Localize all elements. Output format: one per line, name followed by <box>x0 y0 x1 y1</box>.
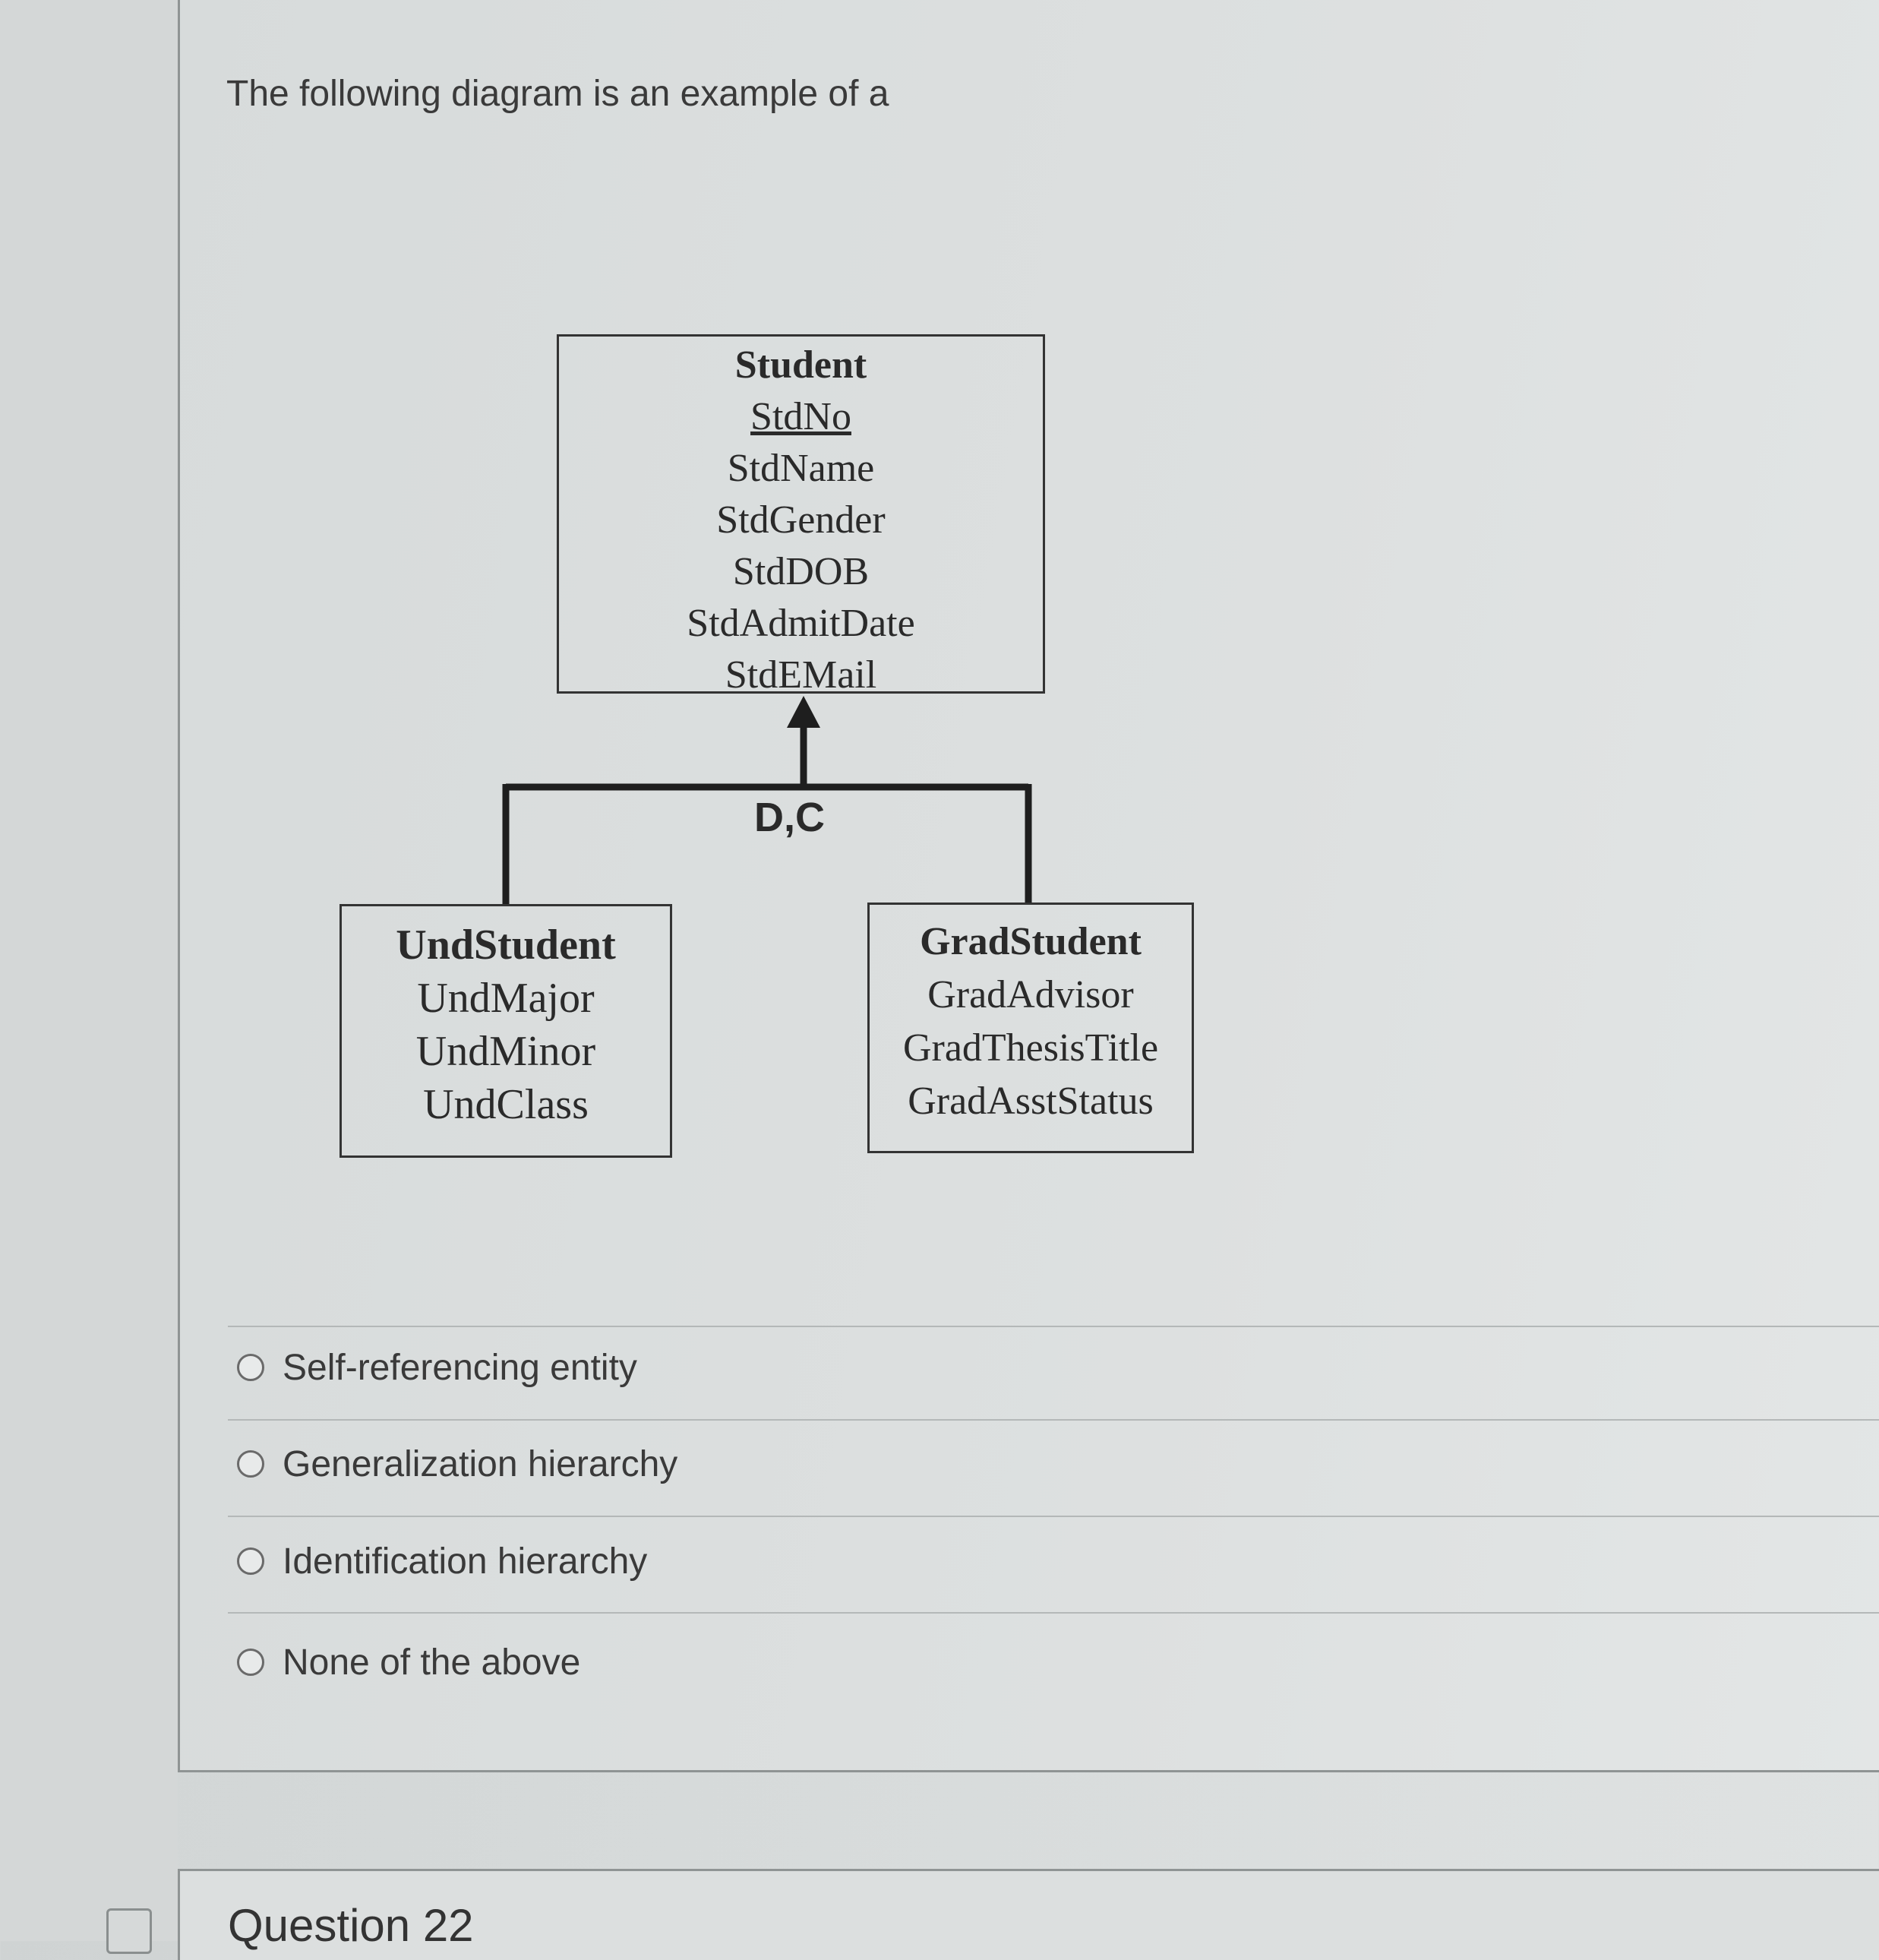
gradstudent-attr: GradAdvisor <box>927 973 1134 1016</box>
undstudent-entity-box: UndStudent UndMajor UndMinor UndClass <box>339 904 672 1158</box>
gradstudent-attr: GradThesisTitle <box>902 1026 1159 1070</box>
left-gutter <box>0 0 178 1941</box>
flag-question-icon[interactable] <box>106 1908 152 1954</box>
option-divider <box>228 1516 1879 1517</box>
undstudent-attr: UndMajor <box>417 975 595 1022</box>
option-label: Generalization hierarchy <box>283 1443 678 1484</box>
gradstudent-entity-box: GradStudent GradAdvisor GradThesisTitle … <box>867 903 1194 1153</box>
radio-button[interactable] <box>237 1649 264 1676</box>
undstudent-attr: UndMinor <box>415 1028 596 1075</box>
connector-lines <box>502 696 1032 906</box>
option-divider <box>228 1419 1879 1421</box>
question-prompt: The following diagram is an example of a <box>226 74 889 114</box>
option-generalization-hierarchy[interactable]: Generalization hierarchy <box>237 1437 677 1491</box>
option-none-of-the-above[interactable]: None of the above <box>237 1636 580 1689</box>
option-label: None of the above <box>283 1642 581 1683</box>
gradstudent-attr: GradAsstStatus <box>908 1080 1154 1123</box>
inheritance-arrowhead <box>787 696 820 728</box>
student-attr: StdEMail <box>725 653 877 697</box>
er-diagram: Student StdNo StdName StdGender StdDOB S… <box>339 334 1194 1158</box>
student-entity-box: Student StdNo StdName StdGender StdDOB S… <box>557 334 1045 697</box>
option-label: Identification hierarchy <box>283 1541 648 1582</box>
radio-button[interactable] <box>237 1450 264 1478</box>
student-attr-primary-key: StdNo <box>750 395 851 438</box>
student-entity-title: Student <box>734 343 867 387</box>
student-attr: StdDOB <box>732 550 870 593</box>
option-self-referencing-entity[interactable]: Self-referencing entity <box>237 1341 637 1394</box>
option-divider <box>228 1326 1879 1327</box>
radio-button[interactable] <box>237 1354 264 1381</box>
undstudent-entity-title: UndStudent <box>396 922 616 969</box>
gradstudent-entity-title: GradStudent <box>920 920 1142 963</box>
student-attr: StdAdmitDate <box>687 602 915 645</box>
radio-button[interactable] <box>237 1547 264 1575</box>
option-divider <box>228 1612 1879 1614</box>
next-question-title: Question 22 <box>228 1900 474 1951</box>
student-attr: StdName <box>727 447 875 490</box>
constraint-label: D,C <box>754 795 825 840</box>
undstudent-attr: UndClass <box>423 1081 589 1128</box>
student-attr: StdGender <box>716 498 886 542</box>
option-label: Self-referencing entity <box>283 1347 637 1388</box>
option-identification-hierarchy[interactable]: Identification hierarchy <box>237 1535 647 1588</box>
